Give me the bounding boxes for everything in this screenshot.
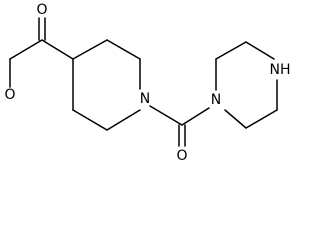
piperazine-amide-nitrogen-label: N [211, 92, 221, 108]
bond-pip-c6-c5 [72, 109, 108, 131]
piperidine-nitrogen-label: N [140, 91, 150, 107]
bond-pip-n1-c6 [106, 109, 141, 131]
bond-pz-c6-c5 [245, 109, 278, 129]
bond-pip-c3-c2 [106, 39, 141, 60]
bond-carbonyl-ring-c4 [41, 39, 74, 60]
bond-pip-c4-c3 [72, 39, 108, 60]
piperazine-nh-label: NH [270, 62, 291, 78]
bond-pz-c3-c2 [215, 41, 247, 60]
bond-pz-c5-n4 [224, 109, 247, 129]
ester-carbonyl-oxygen-label: O [36, 2, 47, 18]
bond-pz-c2-n1 [245, 41, 275, 60]
ester-ether-oxygen-label: O [4, 87, 15, 103]
chemical-structure: O O N O N NH [4, 2, 291, 164]
bond-o-carbonyl-c [9, 39, 43, 60]
urea-oxygen-label: O [176, 148, 187, 164]
bond-urea-c-n4 [181, 107, 210, 126]
bond-n1-urea-c [149, 105, 183, 126]
structure-canvas: O O N O N NH [4, 2, 291, 164]
